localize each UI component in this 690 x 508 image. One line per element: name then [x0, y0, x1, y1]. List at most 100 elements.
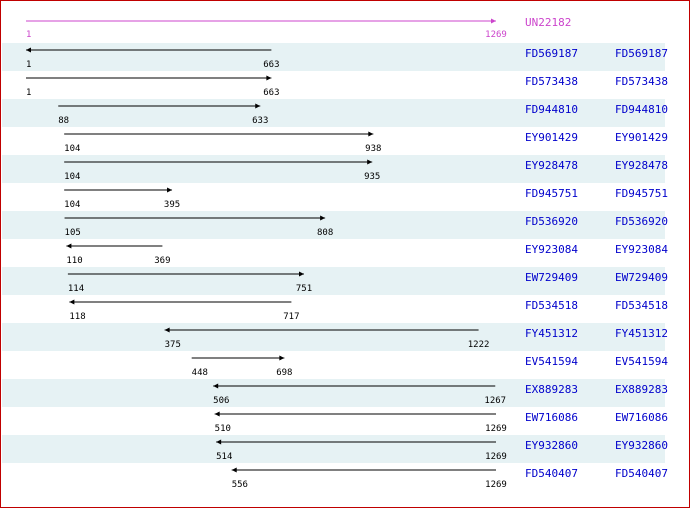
accession-link-secondary[interactable]: FD540407: [615, 467, 668, 480]
accession-link[interactable]: FD945751: [525, 187, 578, 200]
accession-link[interactable]: FD573438: [525, 75, 578, 88]
accession-link[interactable]: FD536920: [525, 215, 578, 228]
accession-link-secondary[interactable]: EY923084: [615, 243, 668, 256]
accession-link-secondary[interactable]: EW729409: [615, 271, 668, 284]
accession-link-secondary[interactable]: EY928478: [615, 159, 668, 172]
alignment-row: 104 938 EY901429 EY901429: [64, 131, 668, 154]
end-coordinate-label: 663: [263, 88, 279, 98]
start-coordinate-label: 104: [64, 144, 80, 154]
start-coordinate-label: 556: [232, 480, 248, 490]
end-coordinate-label: 395: [164, 200, 180, 210]
accession-link[interactable]: EY901429: [525, 131, 578, 144]
accession-link[interactable]: FD540407: [525, 467, 578, 480]
row-stripe: [2, 379, 665, 407]
accession-link-secondary[interactable]: EW716086: [615, 411, 668, 424]
row-stripe: [2, 267, 665, 295]
alignment-row: 118 717 FD534518 FD534518: [69, 299, 668, 322]
alignment-row: 1 663 FD573438 FD573438: [26, 75, 668, 98]
reference-track: 1 1269 UN22182: [26, 16, 571, 40]
end-coordinate-label: 938: [365, 144, 381, 154]
end-coordinate-label: 717: [283, 312, 299, 322]
end-coordinate-label: 663: [263, 60, 279, 70]
row-stripe: [2, 435, 665, 463]
row-stripe: [2, 43, 665, 71]
accession-link-secondary[interactable]: EY901429: [615, 131, 668, 144]
end-coordinate-label: 369: [154, 256, 170, 266]
start-coordinate-label: 1: [26, 60, 31, 70]
end-coordinate-label: 1267: [484, 396, 506, 406]
accession-link-secondary[interactable]: EX889283: [615, 383, 668, 396]
arrowhead: [367, 159, 373, 165]
arrowhead: [368, 131, 374, 137]
accession-link[interactable]: EY928478: [525, 159, 578, 172]
start-coordinate-label: 118: [69, 312, 85, 322]
arrowhead: [213, 383, 219, 389]
start-coordinate-label: 105: [65, 228, 81, 238]
alignment-row: 448 698 EV541594 EV541594: [191, 355, 668, 378]
alignment-row: 88 633 FD944810 FD944810: [2, 99, 668, 127]
alignment-row: 104 395 FD945751 FD945751: [64, 187, 668, 210]
reference-start-label: 1: [26, 30, 31, 40]
end-coordinate-label: 1222: [468, 340, 490, 350]
accession-link[interactable]: FD569187: [525, 47, 578, 60]
accession-link[interactable]: FY451312: [525, 327, 578, 340]
end-coordinate-label: 698: [276, 368, 292, 378]
accession-link-secondary[interactable]: FY451312: [615, 327, 668, 340]
arrowhead: [66, 243, 72, 249]
accession-link-secondary[interactable]: FD573438: [615, 75, 668, 88]
arrowhead: [216, 439, 222, 445]
arrowhead: [320, 215, 326, 221]
start-coordinate-label: 88: [58, 116, 69, 126]
arrowhead: [255, 103, 261, 109]
arrowhead: [214, 411, 220, 417]
accession-link-secondary[interactable]: FD944810: [615, 103, 668, 116]
alignment-row: 110 369 EY923084 EY923084: [66, 243, 668, 266]
row-stripe: [2, 323, 665, 351]
arrowhead: [231, 467, 237, 473]
accession-link-secondary[interactable]: FD945751: [615, 187, 668, 200]
end-coordinate-label: 1269: [485, 424, 507, 434]
accession-link[interactable]: EV541594: [525, 355, 578, 368]
start-coordinate-label: 104: [64, 172, 80, 182]
reference-id-label: UN22182: [525, 16, 571, 29]
arrowhead: [69, 299, 75, 305]
accession-link-secondary[interactable]: FD569187: [615, 47, 668, 60]
end-coordinate-label: 1269: [485, 480, 507, 490]
start-coordinate-label: 448: [192, 368, 208, 378]
accession-link-secondary[interactable]: FD536920: [615, 215, 668, 228]
arrowhead: [26, 47, 31, 53]
arrowhead: [279, 355, 285, 361]
end-coordinate-label: 1269: [485, 452, 507, 462]
end-coordinate-label: 751: [296, 284, 312, 294]
arrowhead: [266, 75, 272, 81]
alignment-row: 1 663 FD569187 FD569187: [2, 43, 668, 71]
accession-link-secondary[interactable]: EV541594: [615, 355, 668, 368]
accession-link-secondary[interactable]: FD534518: [615, 299, 668, 312]
alignment-row: 375 1222 FY451312 FY451312: [2, 323, 668, 351]
accession-link[interactable]: EW729409: [525, 271, 578, 284]
accession-link-secondary[interactable]: EY932860: [615, 439, 668, 452]
row-stripe: [2, 155, 665, 183]
arrowhead: [167, 187, 173, 193]
start-coordinate-label: 375: [165, 340, 181, 350]
alignment-row: 514 1269 EY932860 EY932860: [2, 435, 668, 463]
start-coordinate-label: 514: [216, 452, 232, 462]
reference-end-label: 1269: [485, 30, 507, 40]
accession-link[interactable]: EY923084: [525, 243, 578, 256]
accession-link[interactable]: FD534518: [525, 299, 578, 312]
accession-link[interactable]: EX889283: [525, 383, 578, 396]
end-coordinate-label: 633: [252, 116, 268, 126]
accession-link[interactable]: EY932860: [525, 439, 578, 452]
start-coordinate-label: 104: [64, 200, 80, 210]
start-coordinate-label: 506: [213, 396, 229, 406]
accession-link[interactable]: FD944810: [525, 103, 578, 116]
row-stripe: [2, 99, 665, 127]
accession-link[interactable]: EW716086: [525, 411, 578, 424]
start-coordinate-label: 110: [66, 256, 82, 266]
start-coordinate-label: 1: [26, 88, 31, 98]
